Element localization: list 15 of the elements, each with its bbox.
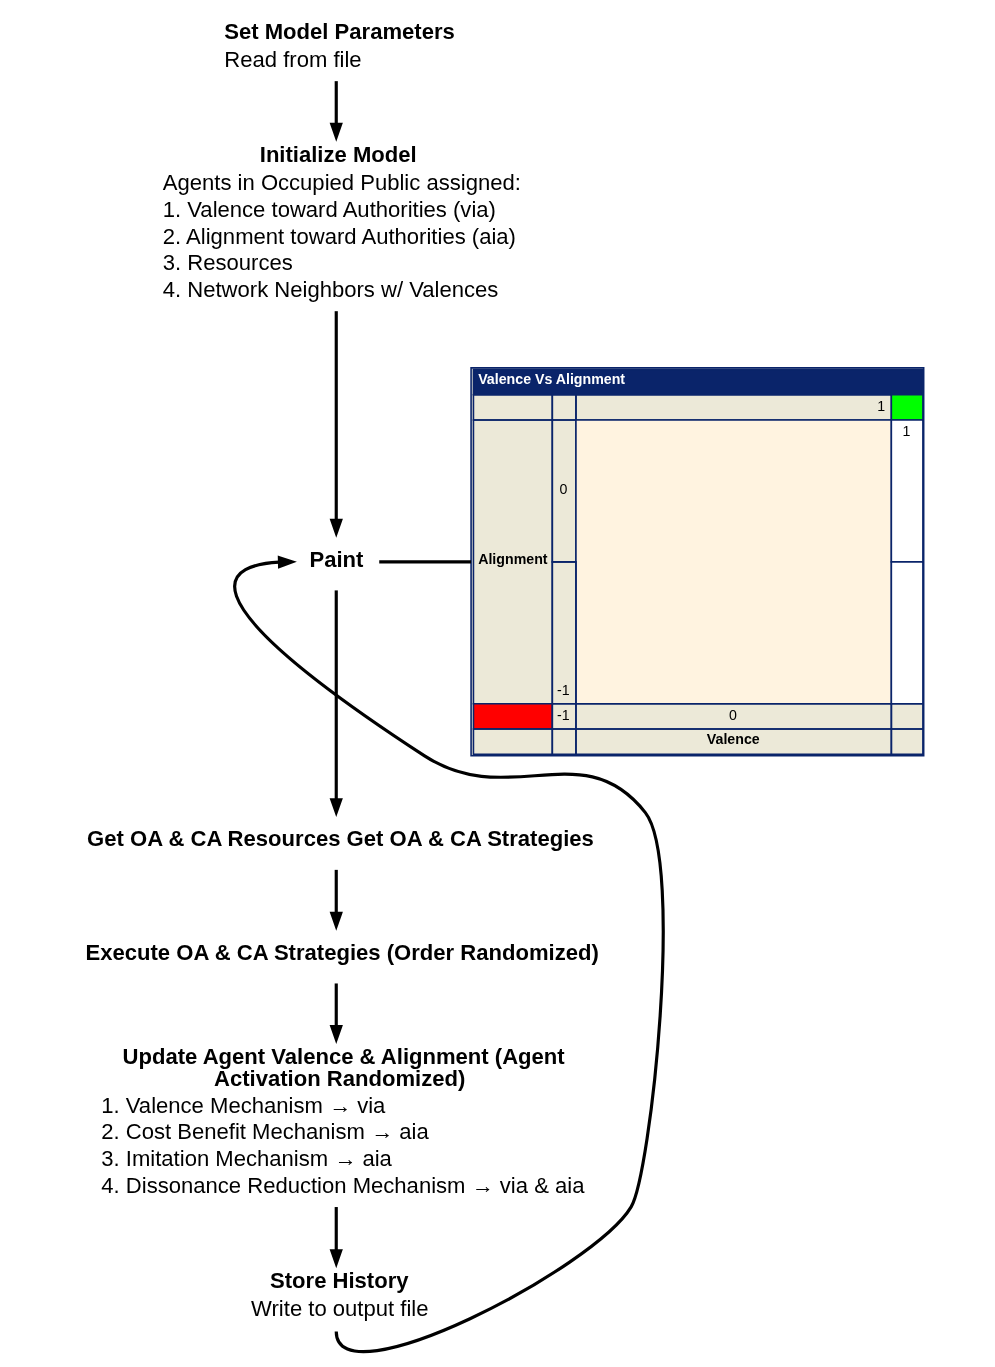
arrow (329, 590, 343, 818)
arrow (329, 311, 343, 538)
node-text: Paint (309, 546, 364, 572)
node-text: Initialize Model Agents in Occupied Public assigned: 1. Valence toward Authorities (via) 2. Alignment toward Authorities (aia) 3. Resources 4. Network Neighbors w/ Valences (162, 141, 521, 303)
node-text: Get OA & CA Resources Get OA & CA Strategies (87, 826, 594, 852)
arrow (233, 555, 665, 1353)
node-text: Set Model Parameters Read from file (224, 18, 455, 72)
arrow (329, 983, 343, 1044)
connector (379, 560, 472, 564)
arrow (329, 1207, 343, 1269)
node-text: Store History Write to output file (251, 1267, 429, 1321)
arrow (329, 81, 343, 142)
node-text: Execute OA & CA Strategies (Order Randomized) (85, 939, 599, 965)
arrow (329, 869, 343, 931)
node-text: Update Agent Valence & Alignment (Agent Activation Randomized) 1. Valence Mechanism → via 2. Cost Benefit Mechanism → aia 3. Imitation Mechanism → aia 4. Dissonance Reduction Mechanism → via & aia (101, 1043, 585, 1198)
